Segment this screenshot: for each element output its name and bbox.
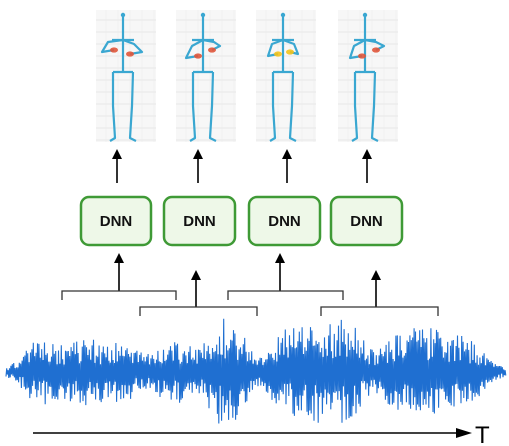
- hand-highlight: [372, 47, 380, 53]
- skeleton-head: [362, 12, 368, 18]
- skeleton-left-arm: [100, 38, 124, 54]
- time-axis-arrowhead: [456, 428, 472, 438]
- window-brackets: [61, 290, 439, 316]
- skeleton-left-leg: [351, 72, 359, 142]
- dnn-box: [162, 195, 237, 247]
- waveform-signal: [5, 318, 507, 424]
- hand-highlight: [358, 53, 366, 59]
- skeleton-right-leg: [370, 71, 379, 142]
- skeleton-left-leg: [269, 72, 277, 142]
- skeleton-right-arm: [282, 38, 300, 56]
- input-arrows: [114, 253, 381, 307]
- hand-highlight: [274, 51, 282, 57]
- pose-grid-lines: [96, 10, 156, 142]
- dnn-box: [247, 195, 322, 247]
- skeleton-figure: [100, 12, 144, 142]
- dnn-block-1: DNN: [79, 195, 153, 247]
- pose-frame-3: [256, 10, 316, 142]
- skeleton-right-arm: [364, 38, 386, 51]
- dnn-box: [79, 195, 153, 247]
- hand-highlight: [208, 47, 216, 53]
- skeleton-right-arm: [122, 38, 144, 56]
- skeleton-right-arm: [202, 38, 222, 51]
- window-bracket-1: [61, 290, 177, 300]
- skeleton-figure: [266, 12, 300, 142]
- skeleton-left-arm: [266, 38, 284, 58]
- pose-grid-background: [176, 10, 236, 142]
- pose-grid-lines: [256, 10, 316, 142]
- time-axis-label: T: [475, 422, 490, 446]
- skeleton-left-leg: [189, 72, 197, 142]
- skeleton-head: [120, 12, 126, 18]
- window-bracket-3: [227, 290, 344, 300]
- pose-grid-lines: [338, 10, 398, 142]
- skeleton-right-leg: [128, 71, 137, 142]
- dnn-label: DNN: [183, 213, 216, 230]
- pose-frame-1: [96, 10, 156, 142]
- time-axis: T: [33, 422, 490, 446]
- hand-highlight: [286, 49, 294, 55]
- skeleton-left-arm: [184, 39, 204, 60]
- skeleton-head: [280, 12, 286, 18]
- window-bracket-4: [320, 306, 439, 316]
- skeleton-right-leg: [288, 71, 297, 142]
- skeleton-figure: [184, 12, 222, 142]
- pose-frames: [96, 10, 398, 142]
- pose-grid-background: [256, 10, 316, 142]
- skeleton-head: [200, 12, 206, 18]
- dnn-block-4: DNN: [329, 195, 404, 247]
- window-bracket-2: [139, 306, 258, 316]
- dnn-label: DNN: [268, 213, 301, 230]
- dnn-blocks: DNN DNN DNN DNN: [79, 195, 404, 247]
- dnn-box: [329, 195, 404, 247]
- pose-grid-lines: [176, 10, 236, 142]
- dnn-block-2: DNN: [162, 195, 237, 247]
- pose-grid-background: [338, 10, 398, 142]
- output-arrows: [112, 149, 372, 183]
- dnn-label: DNN: [100, 213, 133, 230]
- skeleton-right-leg: [208, 71, 217, 142]
- hand-highlight: [194, 53, 202, 59]
- dnn-block-3: DNN: [247, 195, 322, 247]
- dnn-label: DNN: [350, 213, 383, 230]
- pose-frame-2: [176, 10, 236, 142]
- pose-grid-background: [96, 10, 156, 142]
- hand-highlight: [110, 47, 118, 53]
- skeleton-left-leg: [109, 72, 117, 142]
- hand-highlight: [126, 51, 134, 57]
- skeleton-figure: [348, 12, 386, 142]
- skeleton-left-arm: [348, 39, 366, 60]
- pose-frame-4: [338, 10, 398, 142]
- audio-waveform: [5, 318, 507, 424]
